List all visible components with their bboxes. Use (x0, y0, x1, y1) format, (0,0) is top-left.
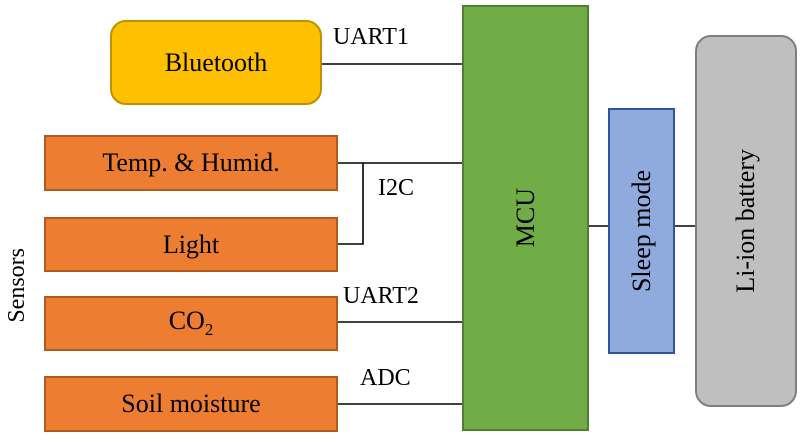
temp-humid-label: Temp. & Humid. (102, 148, 280, 177)
soil-moisture-label: Soil moisture (121, 389, 261, 418)
co2-text: CO (168, 306, 205, 336)
i2c-label: I2C (378, 175, 414, 201)
sleep-mode-box: Sleep mode (608, 108, 675, 354)
bluetooth-label: Bluetooth (164, 47, 268, 77)
mcu-box: MCU (462, 5, 589, 431)
sleep-mode-label: Sleep mode (626, 169, 656, 293)
temp-humid-box: Temp. & Humid. (44, 135, 338, 191)
co2-subscript: 2 (204, 320, 214, 340)
soil-moisture-box: Soil moisture (44, 376, 338, 432)
light-label: Light (162, 229, 220, 259)
bluetooth-box: Bluetooth (110, 20, 322, 105)
uart2-label: UART2 (343, 283, 419, 309)
i2c-line-light (338, 163, 364, 245)
sensors-group-label: Sensors (2, 210, 32, 360)
battery-box: Li-ion battery (695, 35, 797, 407)
co2-label: CO2 (169, 306, 214, 340)
light-box: Light (44, 217, 338, 272)
co2-box: CO2 (44, 296, 338, 351)
mcu-label: MCU (510, 188, 540, 248)
battery-label: Li-ion battery (731, 149, 760, 293)
uart1-label: UART1 (333, 24, 409, 50)
adc-label: ADC (360, 365, 411, 391)
sensors-text: Sensors (3, 247, 30, 323)
